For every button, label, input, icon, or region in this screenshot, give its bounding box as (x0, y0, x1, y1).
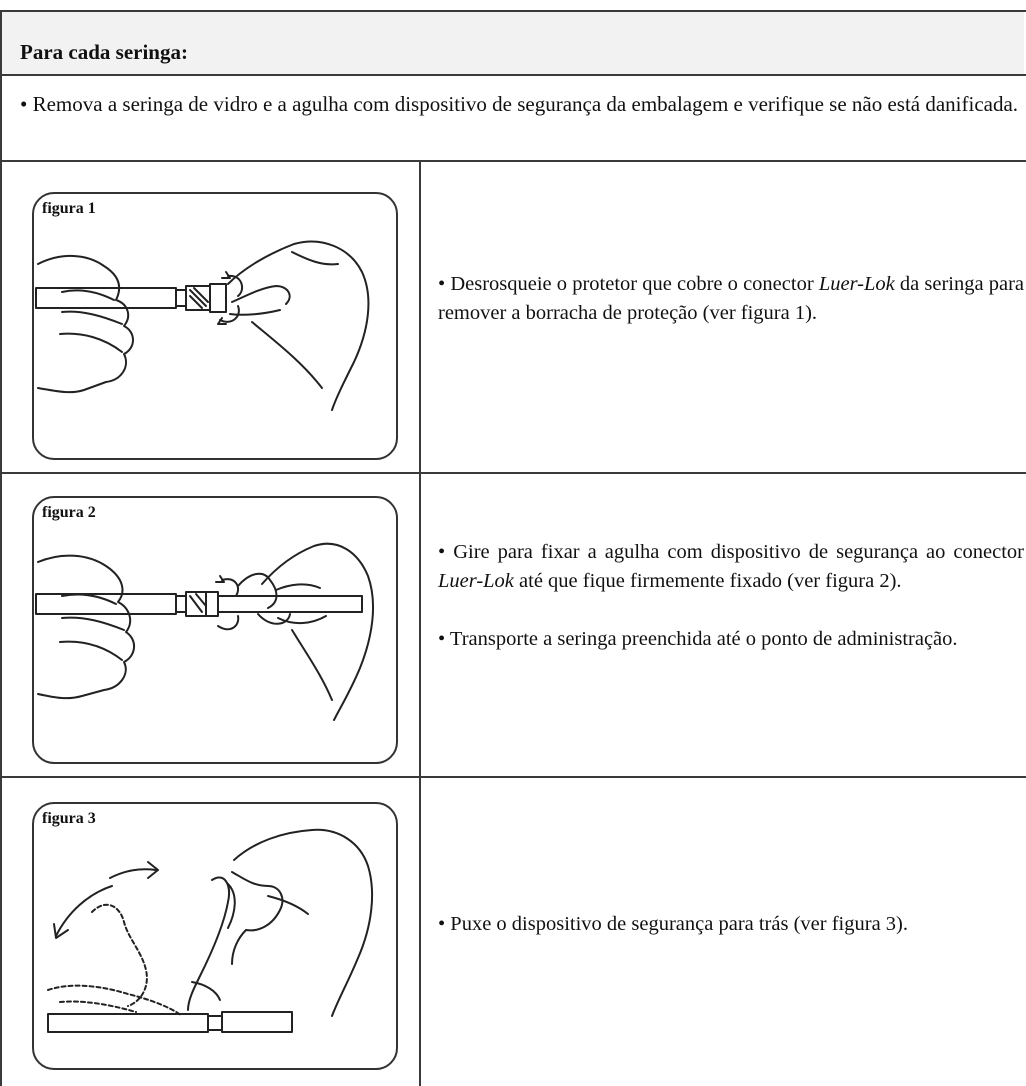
figure-1-illustration: figura 1 (32, 192, 400, 462)
table-border (0, 10, 2, 1086)
step-1-paragraph: • Desrosqueie o protetor que cobre o con… (438, 270, 1024, 328)
table-border (0, 74, 1026, 76)
luer-lok-term: Luer-Lok (438, 570, 514, 592)
needle-attach-icon (35, 542, 374, 721)
step-2-text-b: até que fique firmemente fixado (ver fig… (513, 570, 902, 592)
figure-frame (32, 496, 398, 764)
step-2-text-a: • Gire para fixar a agulha com dispositi… (438, 541, 1024, 563)
step-1-text: • Desrosqueie o protetor que cobre o con… (438, 270, 1024, 328)
table-border (0, 160, 1026, 162)
syringe-unscrew-icon (35, 240, 370, 411)
step-3-paragraph: • Puxe o dispositivo de segurança para t… (438, 913, 908, 935)
figure-3-label: figura 3 (42, 810, 96, 827)
table-header-cell: Para cada seringa: (0, 10, 1024, 75)
table-title: Para cada seringa: (20, 40, 188, 64)
figure-2-illustration: figura 2 (32, 496, 400, 766)
step-1-text-a: • Desrosqueie o protetor que cobre o con… (438, 273, 819, 295)
figure-2-label: figura 2 (42, 504, 96, 521)
step-2-text: • Gire para fixar a agulha com dispositi… (438, 538, 1024, 654)
table-border (419, 160, 421, 1086)
figure-3-illustration: figura 3 (32, 802, 400, 1072)
step-1-text-b: da seringa para remover a borracha de pr… (438, 273, 1024, 324)
safety-device-pull-icon (47, 828, 374, 1033)
figure-frame (32, 802, 398, 1070)
luer-lok-term: Luer-Lok (818, 273, 895, 295)
step-3-text: • Puxe o dispositivo de segurança para t… (438, 910, 1024, 939)
step-2-paragraph-2: • Transporte a seringa preenchida até o … (438, 628, 958, 650)
table-border (0, 776, 1026, 778)
figure-1-label: figura 1 (42, 200, 96, 217)
step-2-paragraph-1: • Gire para fixar a agulha com dispositi… (438, 538, 1024, 596)
figure-frame (32, 192, 398, 460)
table-border (0, 472, 1026, 474)
intro-text: • Remova a seringa de vidro e a agulha c… (20, 92, 1019, 116)
table-border (0, 10, 1026, 12)
